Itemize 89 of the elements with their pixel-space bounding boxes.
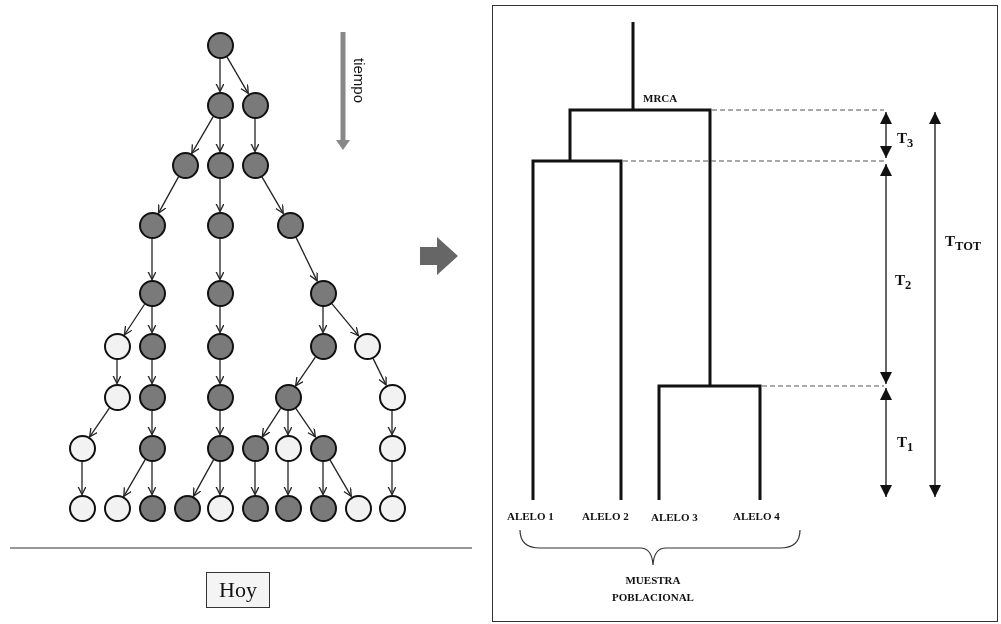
arrow (329, 459, 352, 497)
individual-circle (276, 211, 304, 239)
arrow (157, 176, 180, 214)
leaf-label: ALELO 3 (651, 511, 698, 523)
interval-label: T$_{2}$ (895, 272, 912, 293)
interval-label: T$_{TOT}$ (945, 233, 982, 254)
individual-circle (241, 151, 269, 179)
individual-circle (309, 279, 337, 307)
individual-circle (274, 494, 302, 522)
individual-circle (138, 494, 166, 522)
arrow (215, 177, 225, 213)
individual-circle (138, 332, 166, 360)
individual-circle (206, 383, 234, 411)
arrow (318, 305, 328, 334)
individual-circle (173, 494, 201, 522)
individual-circle (241, 434, 269, 462)
individual-circle (206, 31, 234, 59)
individual-circle (378, 434, 406, 462)
arrow (215, 460, 225, 496)
individual-circle (274, 383, 302, 411)
arrow (77, 460, 87, 496)
individual-circle (309, 494, 337, 522)
arrow (147, 460, 157, 496)
arrow (147, 237, 157, 281)
arrow (226, 56, 249, 94)
arrow (261, 407, 282, 438)
node-label: MRCA (643, 92, 678, 104)
individual-circle (138, 279, 166, 307)
individual-circle (138, 434, 166, 462)
interval-label: T$_{1}$ (897, 434, 914, 455)
arrow (250, 117, 260, 153)
arrow (283, 460, 293, 496)
leaf-label: ALELO 4 (733, 510, 780, 522)
arrow (112, 358, 122, 385)
individual-circle (344, 494, 372, 522)
individual-circle (103, 494, 131, 522)
individual-circle (206, 91, 234, 119)
individual-circle (138, 383, 166, 411)
arrow (330, 302, 360, 337)
arrow (147, 409, 157, 436)
arrow (147, 358, 157, 385)
individual-circle (378, 383, 406, 411)
individual-circle (206, 279, 234, 307)
arrow (261, 176, 284, 214)
arrow (295, 356, 316, 387)
individual-circle (206, 434, 234, 462)
individual-circle (378, 494, 406, 522)
individual-circle (103, 383, 131, 411)
arrow (387, 409, 397, 436)
individual-circle (171, 151, 199, 179)
arrow (215, 409, 225, 436)
individual-circle (138, 211, 166, 239)
individual-circle (241, 91, 269, 119)
arrow (372, 357, 387, 386)
axis-label: tiempo (351, 58, 368, 104)
label-box: Hoy (206, 572, 270, 608)
individual-circle (206, 494, 234, 522)
arrow (295, 407, 316, 438)
arrow (215, 57, 225, 93)
individual-circle (68, 494, 96, 522)
arrow (123, 303, 146, 336)
group-label: MUESTRA POBLACIONAL (611, 573, 695, 605)
interval-label: T$_{3}$ (897, 130, 914, 151)
arrow (147, 305, 157, 334)
individual-circle (68, 434, 96, 462)
arrow (318, 460, 328, 496)
arrow (89, 407, 110, 438)
leaf-label: ALELO 2 (582, 510, 629, 522)
individual-circle (309, 332, 337, 360)
individual-circle (206, 211, 234, 239)
individual-circle (274, 434, 302, 462)
arrow (250, 460, 260, 496)
arrow (192, 459, 215, 497)
arrow (295, 236, 318, 282)
arrow (215, 117, 225, 153)
individual-circle (206, 332, 234, 360)
arrow (123, 459, 146, 497)
arrow (387, 460, 397, 496)
individual-circle (353, 332, 381, 360)
leaf-label: ALELO 1 (507, 510, 554, 522)
arrow (215, 358, 225, 385)
arrow (215, 237, 225, 281)
individual-circle (241, 494, 269, 522)
individual-circle (309, 434, 337, 462)
arrow (283, 409, 293, 436)
individual-circle (103, 332, 131, 360)
arrow (191, 116, 214, 154)
individual-circle (206, 151, 234, 179)
arrow (215, 305, 225, 334)
